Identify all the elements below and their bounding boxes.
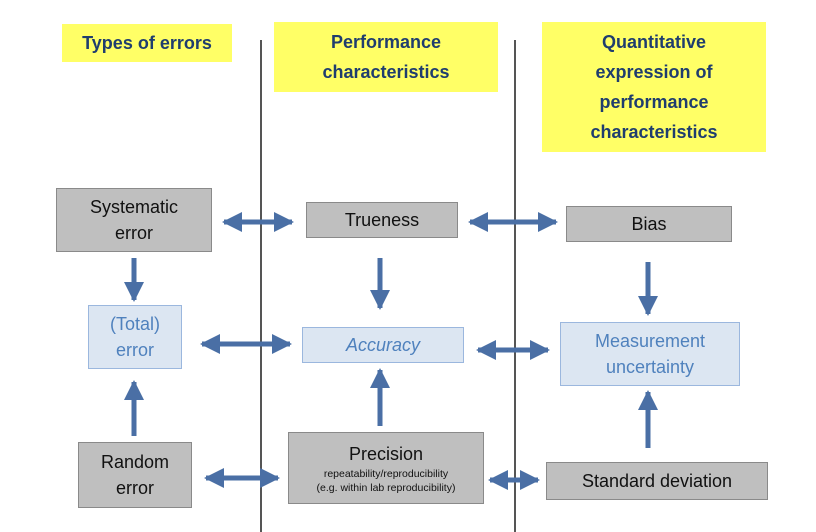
column-divider-left: [260, 40, 262, 532]
standard-deviation-box: Standard deviation: [546, 462, 768, 500]
precision-box: Precision repeatability/reproducibility …: [288, 432, 484, 504]
measurement-uncertainty-box: Measurement uncertainty: [560, 322, 740, 386]
column-divider-right: [514, 40, 516, 532]
precision-detail-2: (e.g. within lab reproducibility): [316, 482, 456, 494]
header-performance-characteristics: Performance characteristics: [274, 22, 498, 92]
random-error-box: Random error: [78, 442, 192, 508]
precision-detail-1: repeatability/reproducibility: [323, 468, 449, 480]
precision-title: Precision: [348, 444, 424, 464]
header-types-of-errors: Types of errors: [62, 24, 232, 62]
header-quantitative-expression: Quantitative expression of performance c…: [542, 22, 766, 152]
bias-box: Bias: [566, 206, 732, 242]
accuracy-box: Accuracy: [302, 327, 464, 363]
trueness-box: Trueness: [306, 202, 458, 238]
total-error-box: (Total) error: [88, 305, 182, 369]
systematic-error-box: Systematic error: [56, 188, 212, 252]
